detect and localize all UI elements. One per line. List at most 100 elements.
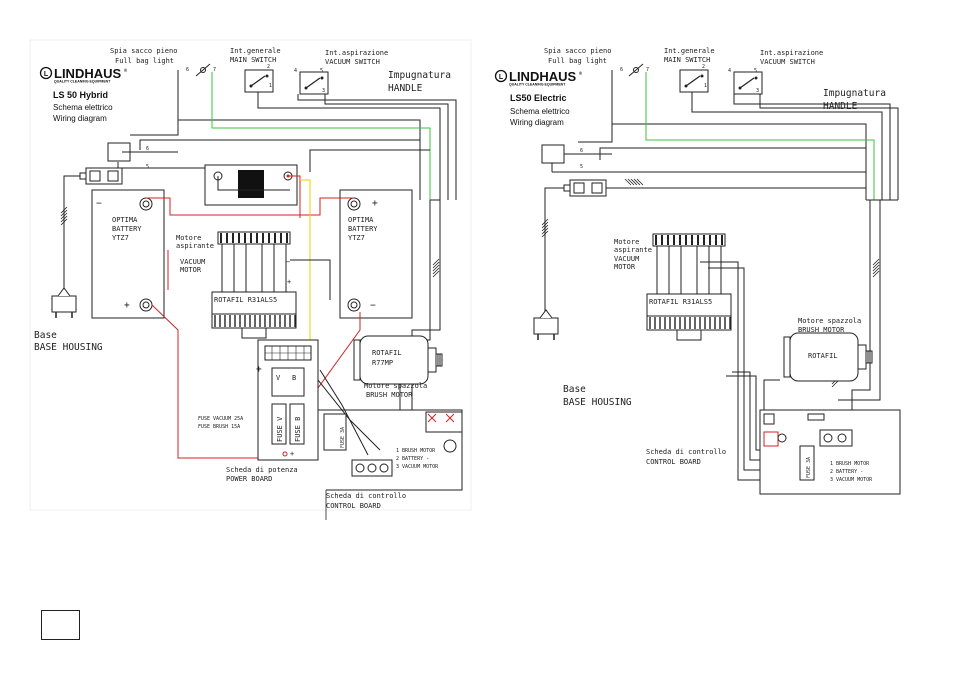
brand-registered-mark: ®: [579, 71, 583, 77]
left-bag-light-label-en: Full bag light: [115, 57, 174, 65]
right-connector-pin-5: 5: [580, 164, 583, 170]
right-brush-motor-label-it: Motore spazzola: [798, 317, 861, 325]
right-control-board-label-it: Scheda di controllo: [646, 448, 726, 456]
left-power-board-label-it: Scheda di potenza: [226, 466, 298, 474]
brand-registered-mark: ®: [124, 68, 128, 74]
left-power-board-plus-1: +: [256, 364, 262, 375]
left-vacuum-switch-pin-4: 4: [294, 68, 297, 74]
right-control-board-label-en: CONTROL BOARD: [646, 458, 701, 466]
left-mains-plug: [51, 287, 77, 319]
page-number-box: [41, 610, 80, 640]
right-wiring-diagram: LINDHAUS ® QUALITY CLEANING EQUIPMENT LS…: [494, 47, 901, 495]
brand-tagline: QUALITY CLEANING EQUIPMENT: [509, 83, 566, 87]
left-handle-label-en: HANDLE: [388, 83, 423, 94]
left-subtitle-it: Schema elettrico: [53, 103, 113, 112]
left-connector-pin-6: 6: [146, 146, 149, 152]
right-bag-light-pin-7: 7: [646, 67, 649, 73]
left-battery-2-minus: −: [370, 300, 376, 311]
right-handle-cable-bundle: [578, 70, 899, 201]
right-control-board-legend-1: 1 BRUSH MOTOR: [830, 461, 870, 467]
left-vacuum-motor-label-en-1: VACUUM: [180, 258, 205, 266]
right-mains-plug: [533, 309, 559, 341]
left-control-board: FUSE 3A 1 BRUSH MOTOR 2 BATTERY - 3 VACU…: [318, 409, 463, 520]
right-main-switch-label-en: MAIN SWITCH: [664, 56, 710, 64]
left-control-board-legend-2: 2 BATTERY -: [396, 456, 429, 462]
right-vacuum-switch-pin-3: 3: [756, 88, 759, 94]
right-control-board-legend-2: 2 BATTERY -: [830, 469, 863, 475]
left-charger: [204, 164, 298, 206]
left-battery-2-name: OPTIMA: [348, 216, 374, 224]
left-battery-1-plus: +: [124, 300, 130, 311]
right-base-label-it: Base: [563, 384, 586, 395]
brand-tagline: QUALITY CLEANING EQUIPMENT: [54, 80, 111, 84]
left-vacuum-motor: [211, 231, 297, 339]
left-bag-light: 6 7: [186, 63, 216, 77]
left-battery-1-minus: −: [96, 198, 102, 209]
left-power-board-b: B: [292, 374, 296, 382]
right-lindhaus-logo: LINDHAUS ® QUALITY CLEANING EQUIPMENT: [494, 69, 583, 87]
right-vacuum-motor-label-en-2: MOTOR: [614, 263, 636, 271]
left-battery-1: − + OPTIMA BATTERY YTZ7: [91, 189, 165, 319]
right-brush-motor-label-en: BRUSH MOTOR: [798, 326, 845, 334]
right-vacuum-motor-label-it-2: aspirante: [614, 246, 652, 254]
left-bag-light-pin-6: 6: [186, 67, 189, 73]
right-main-switch-pin-1: 1: [704, 83, 707, 89]
left-power-board-plus-2: +: [290, 450, 294, 458]
left-lindhaus-logo: LINDHAUS ® QUALITY CLEANING EQUIPMENT: [39, 66, 128, 84]
left-main-switch: 2 1: [244, 64, 274, 93]
left-vacuum-motor-plus: +: [287, 278, 291, 286]
right-bag-light-label-en: Full bag light: [548, 57, 607, 65]
left-handle-label-it: Impugnatura: [388, 70, 451, 81]
left-vacuum-switch: 4 5 3: [294, 68, 329, 95]
left-vacuum-switch-label-en: VACUUM SWITCH: [325, 58, 380, 66]
left-battery-2-plus: +: [372, 198, 378, 209]
right-handle-label-en: HANDLE: [823, 101, 858, 112]
brand-name: LINDHAUS: [509, 69, 576, 84]
right-connector-pin-6: 6: [580, 148, 583, 154]
right-brush-motor-brand: ROTAFIL: [808, 352, 838, 360]
right-main-switch: 2 1: [679, 64, 709, 93]
left-main-switch-pin-2: 2: [267, 64, 270, 70]
left-battery-1-name: OPTIMA: [112, 216, 138, 224]
left-subtitle-en: Wiring diagram: [53, 114, 107, 123]
left-bag-light-connector: 6 5: [107, 142, 149, 170]
left-battery-1-model: YTZ7: [112, 234, 129, 242]
left-base-label-it: Base: [34, 330, 57, 341]
right-bag-light-connector: 6 5: [541, 144, 583, 170]
right-vacuum-switch-label-it: Int.aspirazione: [760, 49, 823, 57]
right-bag-light-pin-6: 6: [620, 67, 623, 73]
left-power-board-v: V: [276, 374, 281, 382]
left-brush-motor-model: R77MP: [372, 359, 393, 367]
right-main-switch-pin-2: 2: [702, 64, 705, 70]
right-control-board: FUSE 3A 1 BRUSH MOTOR 2 BATTERY - 3 VACU…: [759, 409, 901, 495]
left-vacuum-motor-label-it-1: Motore: [176, 234, 201, 242]
left-main-switch-label-it: Int.generale: [230, 47, 281, 55]
left-bag-light-pin-7: 7: [213, 67, 216, 73]
left-diagram-frame: [29, 39, 472, 511]
left-power-board: V B + + FUSE V FUSE B: [256, 339, 319, 461]
left-brush-motor-brand: ROTAFIL: [372, 349, 402, 357]
left-control-board-label-en: CONTROL BOARD: [326, 502, 381, 510]
right-model-name: LS50 Electric: [510, 93, 567, 103]
right-vacuum-switch: 4 5 3: [728, 68, 763, 95]
left-control-board-legend-1: 1 BRUSH MOTOR: [396, 448, 436, 454]
left-bag-light-label-it: Spia sacco pieno: [110, 47, 177, 55]
left-fuse-vacuum-label: FUSE VACUUM 25A: [198, 416, 243, 422]
left-fuse-brush-label: FUSE BRUSH 15A: [198, 424, 240, 430]
left-connector-pin-5: 5: [146, 164, 149, 170]
left-vacuum-switch-pin-5: 5: [320, 68, 323, 74]
left-vacuum-motor-model: ROTAFIL R31ALS5: [214, 296, 277, 304]
right-mains-connector: [563, 179, 607, 197]
left-brush-motor: [353, 335, 443, 385]
left-vacuum-motor-label-it-2: aspirante: [176, 242, 214, 250]
right-vacuum-motor: [646, 233, 732, 341]
right-vacuum-motor-model: ROTAFIL R31ALS5: [649, 298, 712, 306]
right-base-label-en: BASE HOUSING: [563, 397, 632, 408]
left-brush-motor-label-it: Motore spazzola: [364, 382, 427, 390]
left-battery-2-model: YTZ7: [348, 234, 365, 242]
right-control-board-fuse: FUSE 3A: [806, 457, 812, 478]
left-mains-connector: [79, 167, 123, 185]
right-vacuum-switch-label-en: VACUUM SWITCH: [760, 58, 815, 66]
left-fuse-b-label: FUSE B: [294, 417, 302, 442]
left-main-switch-pin-1: 1: [269, 83, 272, 89]
